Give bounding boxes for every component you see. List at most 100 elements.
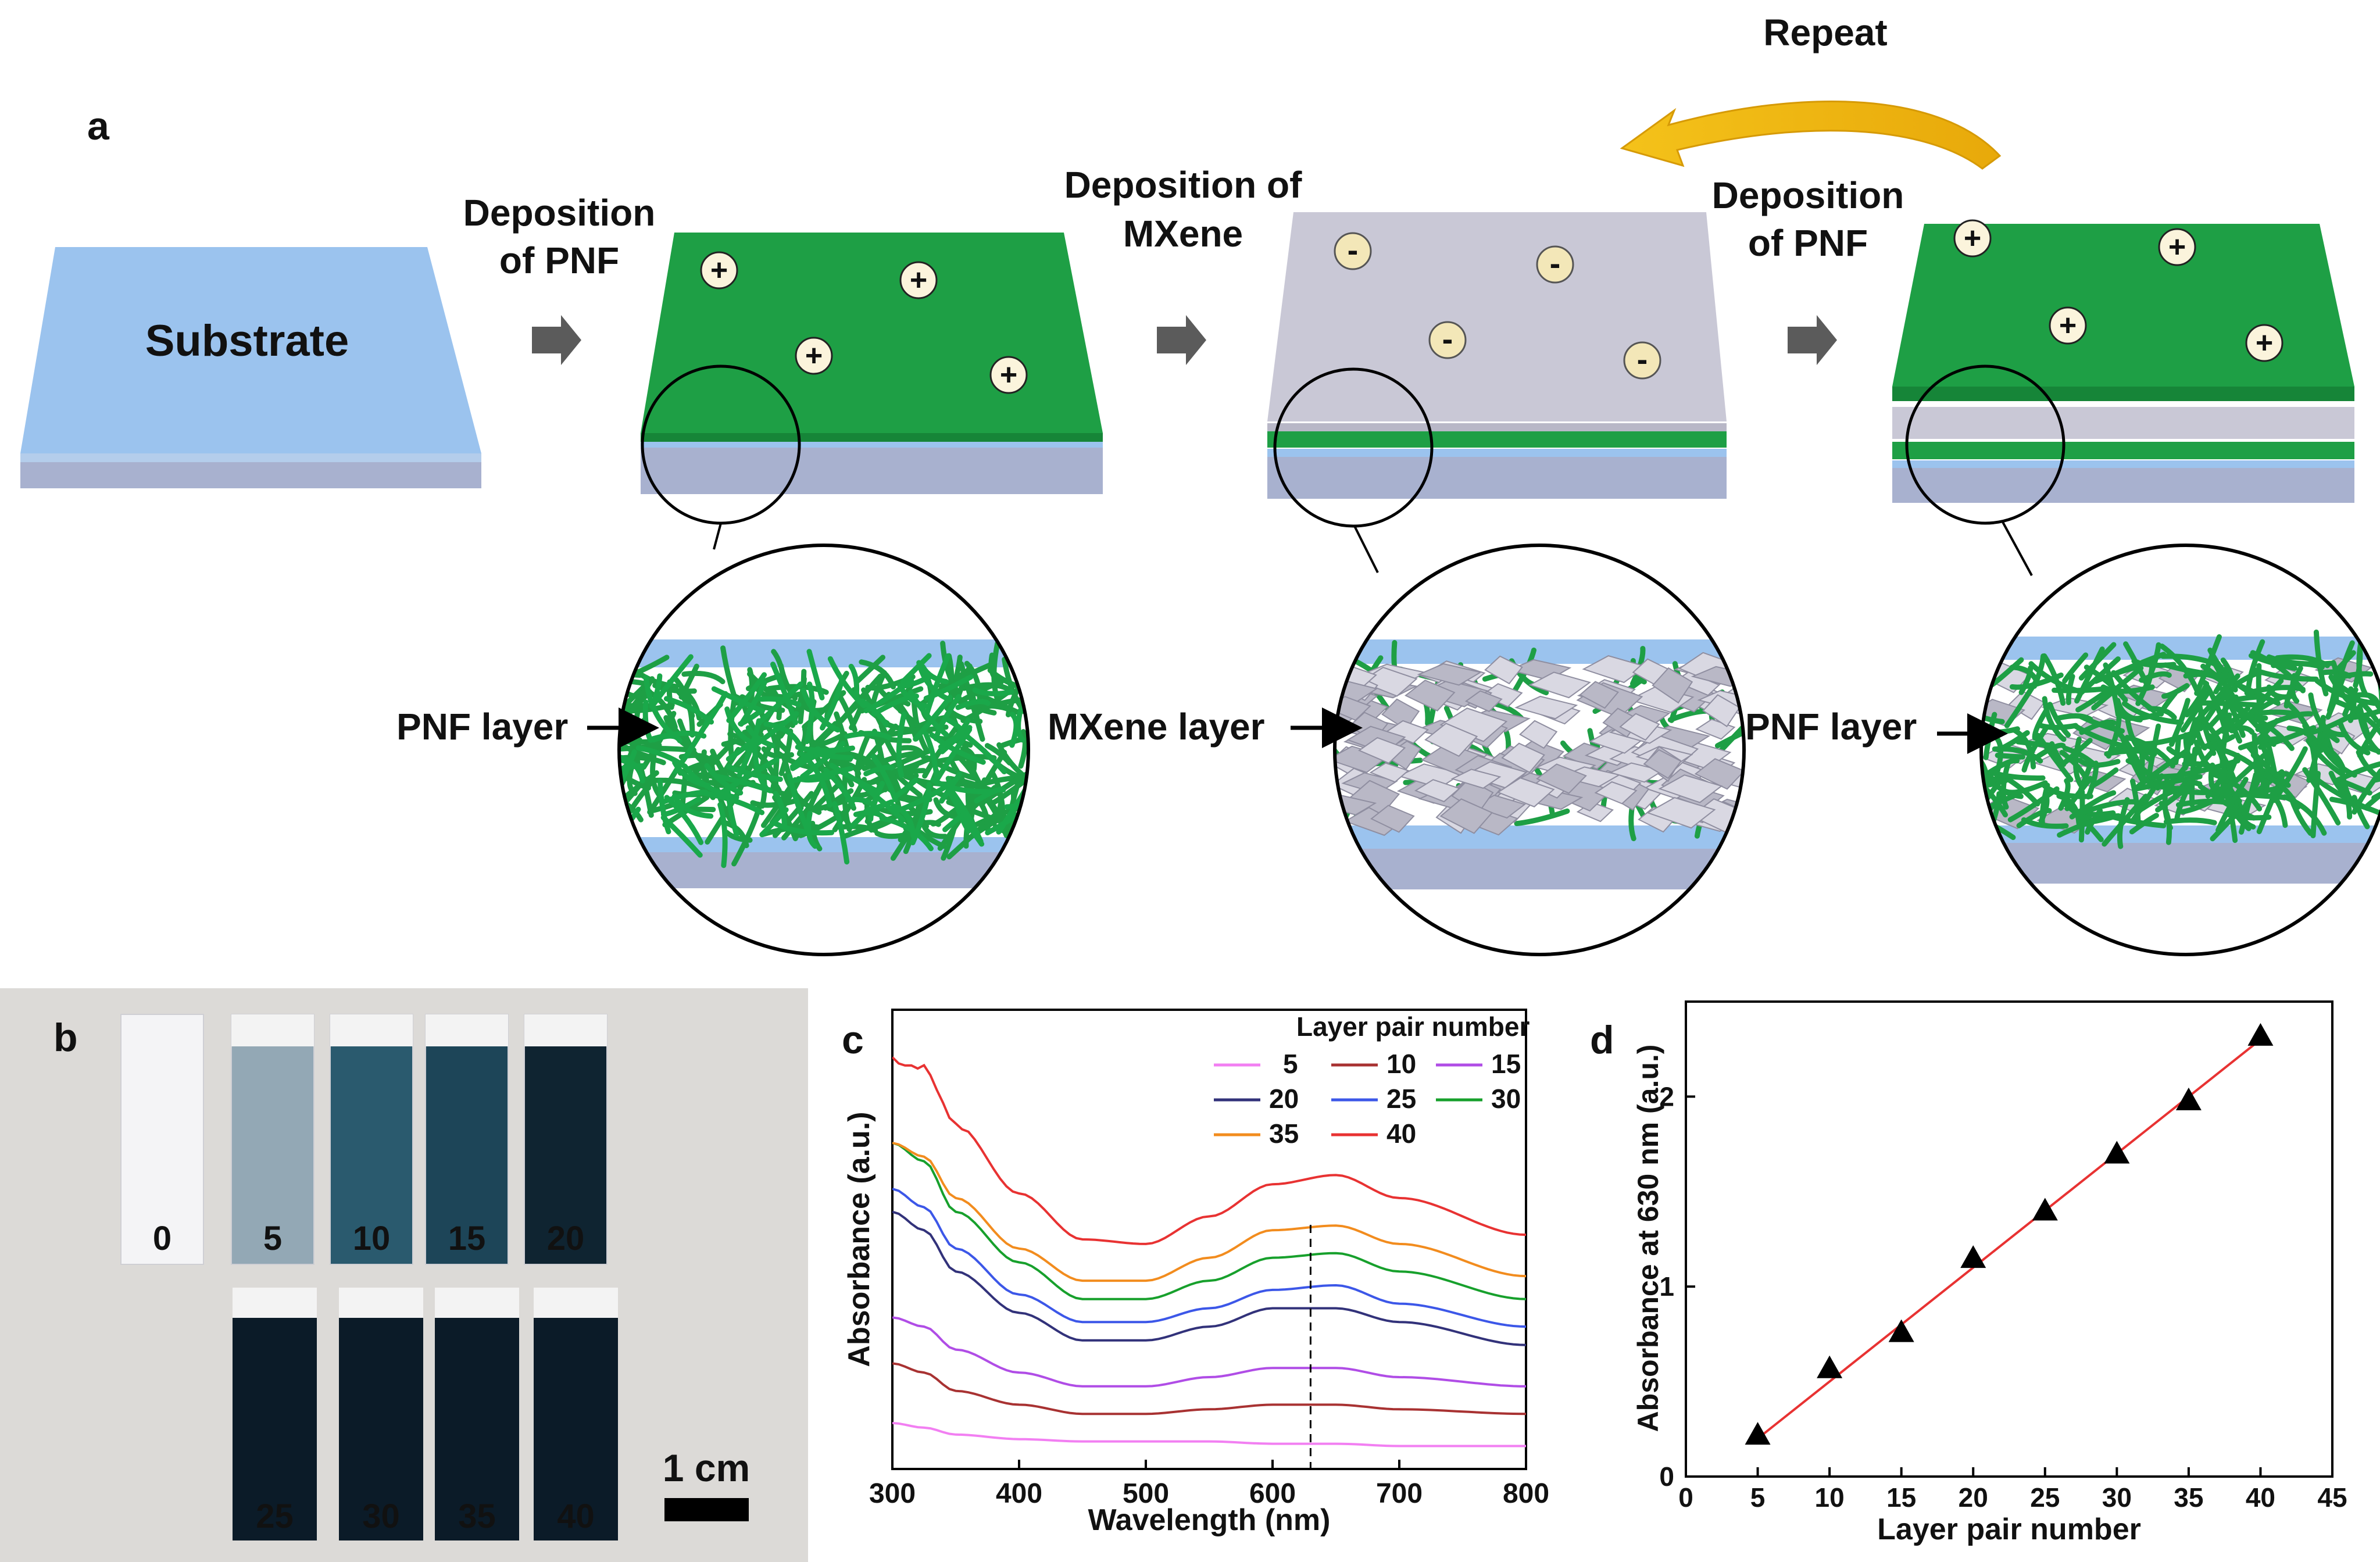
pnf-fiber [972,687,1014,696]
step3-label-line2: of PNF [1748,222,1868,264]
pnf-fiber [619,819,634,853]
pnf-fiber [649,654,694,709]
pnf-fiber [837,694,857,733]
step1-label-line1: Deposition [463,192,656,234]
film-strip-25: 25 [233,1288,317,1540]
pnf-fiber [714,774,773,793]
pnf-fiber [844,731,892,741]
x-tick-label: 40 [2246,1482,2275,1513]
data-point-20 [1960,1245,1986,1268]
pnf-fiber [2000,760,2011,810]
spectrum-line-25 [892,1188,1526,1328]
substrate-label: Substrate [145,316,349,366]
pnf-fiber [1629,646,1646,687]
mxene-flake [1417,663,1482,686]
pnf-fiber [1628,805,1636,842]
pnf-fiber [2161,682,2190,699]
pnf-fiber [2056,713,2093,722]
pnf-fiber [673,718,711,774]
pnf-fiber [2180,689,2211,733]
svg-text:-: - [1442,320,1453,357]
pnf-fiber [896,712,907,778]
pnf-fiber [933,797,957,820]
pnf-fiber [2238,735,2285,750]
pnf-fiber [823,767,856,808]
pnf-fiber [2042,696,2067,742]
pnf-fiber [910,782,932,846]
pnf-fiber [853,810,887,821]
pnf-fiber [2042,783,2093,799]
mxene-flake [1646,797,1716,829]
x-tick-label: 500 [1123,1478,1169,1509]
step2-arrow [1157,315,1206,365]
pnf-fiber [2347,686,2357,723]
pnf-fiber [2327,660,2339,713]
pnf-fiber [1335,671,1341,714]
negative-charge-icon: - [1428,320,1467,359]
pnf-fiber [2007,786,2060,823]
surface-charges: ++++++++---- [700,219,2283,394]
mxene-flake [1370,805,1415,833]
positive-charge-icon: + [795,337,833,375]
linear-fit-line [1757,1038,2261,1440]
positive-charge-icon: + [2158,228,2196,266]
mxene-flake [1619,713,1660,741]
pnf-fiber [2197,715,2226,752]
pnf-fiber [948,757,980,803]
pnf-fiber [2174,764,2202,823]
pnf-fiber [2339,778,2372,796]
pnf-fiber [2062,652,2089,684]
film-strip-label: 20 [547,1220,585,1257]
pnf-fiber [619,806,641,856]
mxene-flake [1528,671,1591,699]
pnf-fiber [660,814,703,858]
positive-charge-icon: + [2245,324,2283,362]
pnf-fiber [874,831,912,839]
mxene-flake [1481,683,1523,707]
pnf-fiber [2353,646,2363,688]
pnf-fiber [938,732,966,750]
pnf-fiber [722,820,749,849]
data-point-10 [1817,1355,1843,1378]
pnf-fiber [2018,665,2034,695]
pnf-fiber [2256,663,2264,732]
film-strip-40: 40 [534,1288,618,1540]
pnf-fiber [804,681,815,745]
pnf-fiber [1981,767,2008,818]
pnf-fiber [728,698,737,759]
step2-label-line1: Deposition of [1064,164,1303,206]
svg-text:+: + [1000,358,1017,392]
x-tick-label: 300 [869,1478,916,1509]
pnf-fiber [2059,749,2090,783]
legend-entry-40: 40 [1386,1118,1416,1149]
film-strip-label: 35 [458,1497,496,1535]
pnf-fiber [2078,656,2121,695]
pnf-fiber [956,805,975,834]
pnf-fiber [2173,736,2181,766]
pnf-fiber [682,763,739,800]
step1-label-line2: of PNF [499,240,619,281]
pnf-fiber [2148,773,2184,780]
film-strip-5: 5 [231,1014,315,1265]
pnf-fiber [2238,771,2259,835]
pnf-fiber [842,813,901,839]
pnf-fiber [2274,654,2330,669]
zoom-pnf-layer-1 [617,544,1030,956]
pnf-fiber [2163,817,2217,825]
pnf-fiber [854,655,886,684]
pnf-fiber [2100,684,2155,694]
pnf-fiber [2350,692,2380,707]
pnf-fiber [2075,687,2113,713]
pnf-fiber [2219,686,2246,738]
scale-bar [664,1498,749,1521]
pnf-fiber [2091,665,2144,711]
mxene-flake [1439,798,1493,834]
pnf-fiber [981,696,1028,711]
positive-charge-icon: + [989,356,1028,394]
pnf-fiber [664,795,704,845]
pnf-fiber [2227,695,2277,747]
substrate-slab: Substrate [20,247,481,488]
spectrum-line-30 [892,1142,1526,1300]
pnf-fiber [2311,774,2370,811]
